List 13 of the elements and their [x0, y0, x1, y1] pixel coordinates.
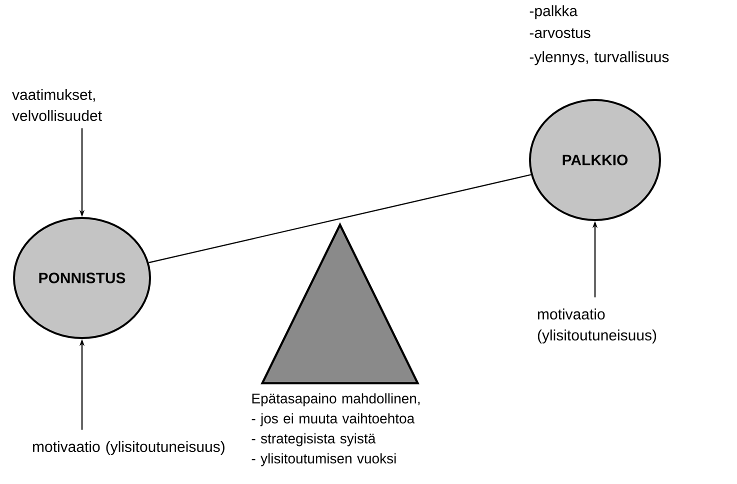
side-note: -arvostus: [530, 28, 590, 38]
side-note: Epätasapaino mahdollinen,: [252, 393, 420, 406]
text-label: motivaatio (ylisitoutuneisuus): [33, 441, 224, 455]
connector-line: [148, 174, 532, 264]
side-note: - jos ei muuta vaihtoehtoa: [252, 413, 415, 426]
text-label: vaatimukset, velvollisuudet: [12, 89, 102, 121]
text-label: motivaatio (ylisitoutuneisuus): [538, 308, 656, 344]
side-note: -ylennys, turvallisuus: [530, 51, 669, 66]
circle-node: PONNISTUS: [13, 217, 151, 339]
side-note: - strategisista syistä: [252, 433, 376, 446]
side-note: - ylisitoutumisen vuoksi: [252, 453, 396, 466]
circle-node: PALKKIO: [529, 99, 661, 221]
side-note: -palkka: [530, 5, 578, 20]
